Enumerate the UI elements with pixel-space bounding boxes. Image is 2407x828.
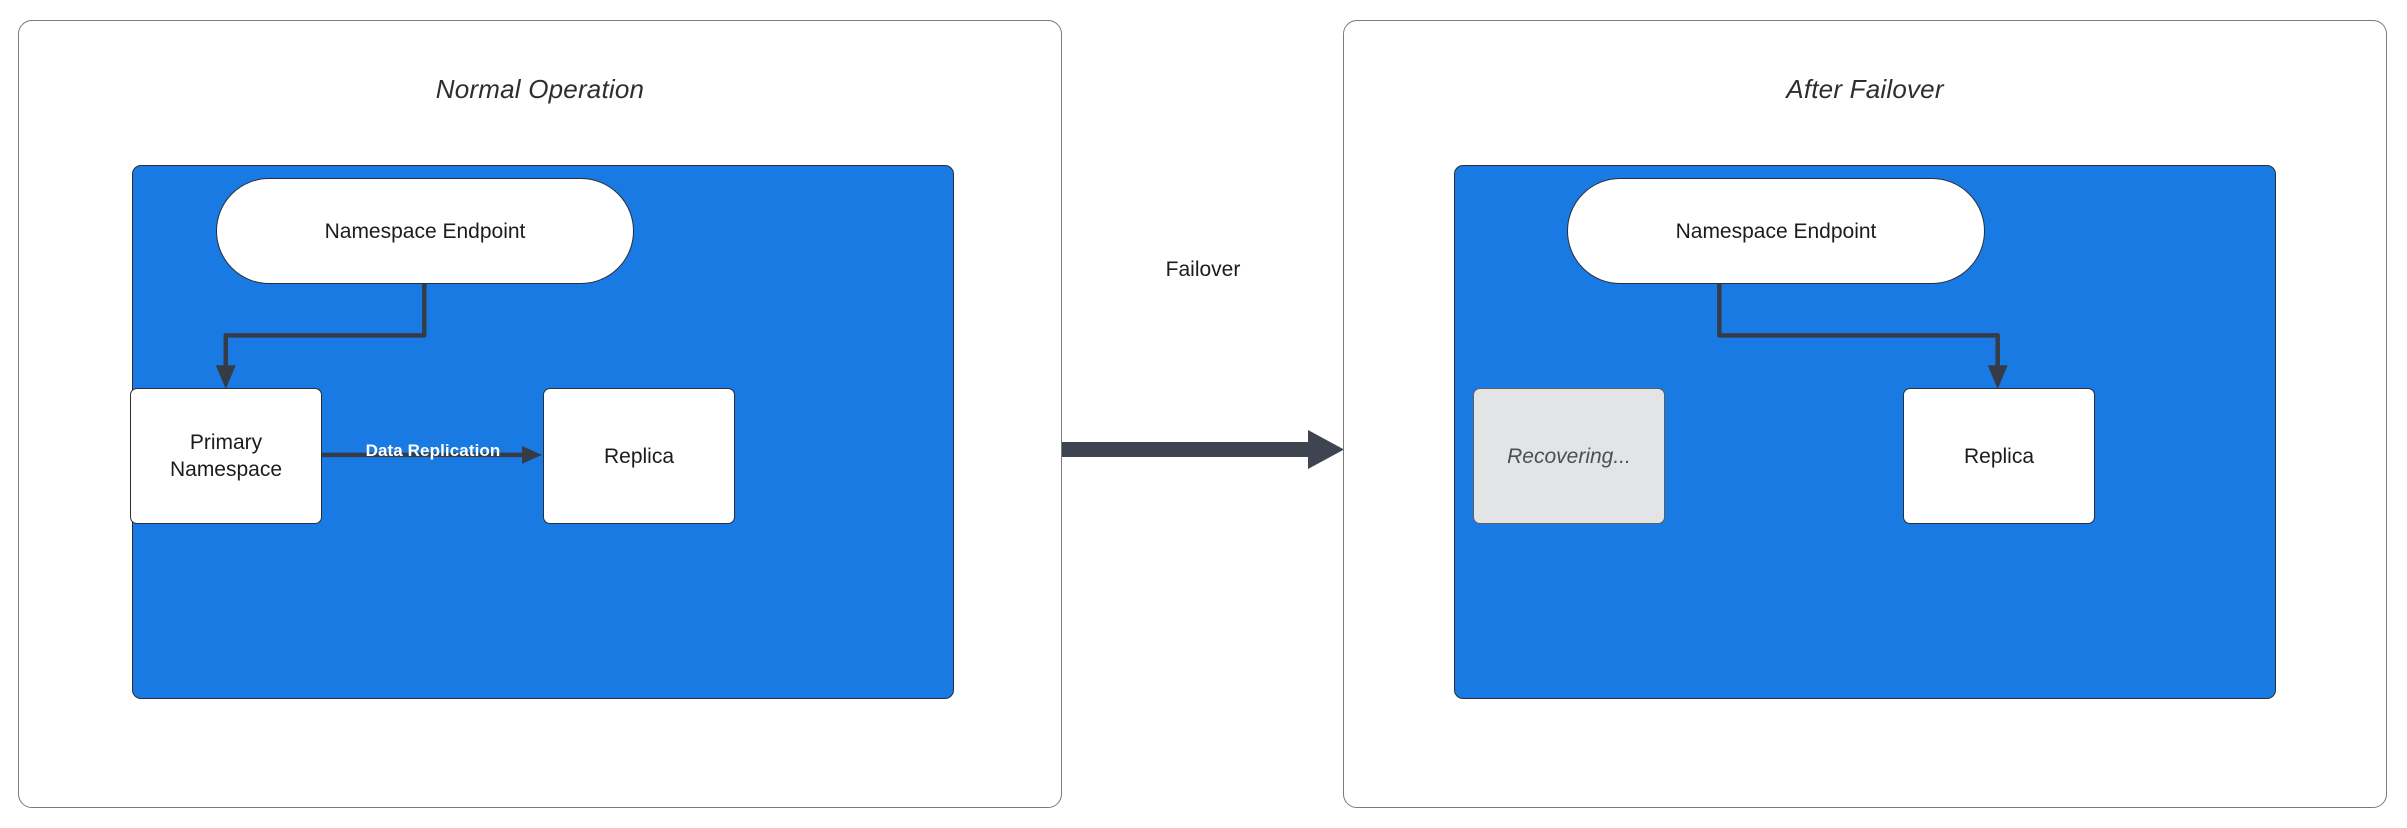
cluster-after-failover: Namespace Endpoint Recovering... Replica [1454, 165, 2276, 699]
node-replica-failover[interactable]: Replica [1903, 388, 2095, 524]
node-label: Replica [603, 444, 675, 468]
node-label: Namespace Endpoint [1675, 219, 1877, 243]
node-namespace-endpoint-normal[interactable]: Namespace Endpoint [216, 178, 634, 284]
transition-label-failover: Failover [1165, 258, 1241, 281]
edge-endpoint-to-replica-arrowhead [1987, 365, 2008, 390]
node-replica-normal[interactable]: Replica [543, 388, 735, 524]
edge-endpoint-to-primary-arrowhead [215, 365, 236, 390]
node-label: Primary Namespace [170, 429, 282, 483]
panel-normal-operation: Normal Operation Namespace Endpoint Prim… [18, 20, 1062, 808]
node-label: Namespace Endpoint [324, 219, 526, 243]
node-label: Replica [1963, 444, 2035, 468]
node-recovering[interactable]: Recovering... [1473, 388, 1665, 524]
panel-after-failover: After Failover Namespace Endpoint Recove… [1343, 20, 2387, 808]
transition-arrow-failover [1062, 430, 1344, 469]
node-label: Recovering... [1507, 444, 1631, 468]
edge-endpoint-to-primary [223, 283, 427, 374]
node-label-line-2: Namespace [169, 458, 283, 481]
node-primary-namespace[interactable]: Primary Namespace [130, 388, 322, 524]
panel-title-normal-operation: Normal Operation [435, 74, 645, 104]
edge-endpoint-to-replica [1717, 283, 2000, 374]
transition-arrow-shaft [1062, 442, 1312, 457]
cluster-normal-operation: Namespace Endpoint Primary Namespace Rep… [130, 165, 954, 699]
node-label-line-1: Primary [189, 431, 263, 454]
transition-arrow-head [1308, 430, 1344, 469]
node-namespace-endpoint-failover[interactable]: Namespace Endpoint [1567, 178, 1985, 284]
edge-label-data-replication: Data Replication [365, 441, 501, 460]
panel-title-after-failover: After Failover [1786, 74, 1944, 104]
